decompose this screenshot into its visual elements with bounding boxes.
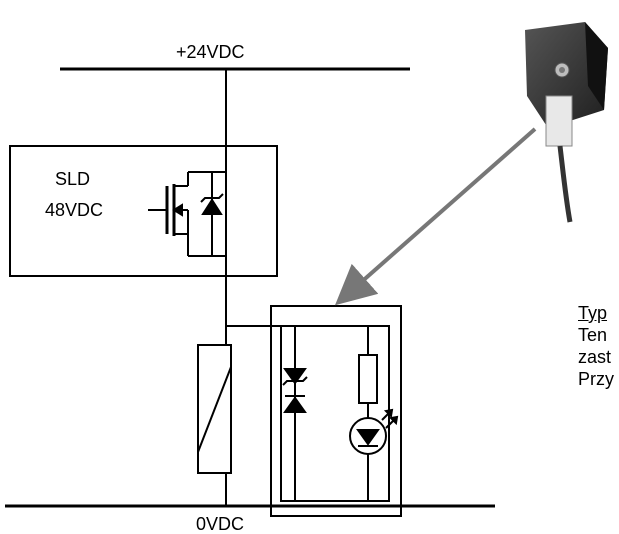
connector-photo bbox=[525, 22, 608, 223]
diode-icon bbox=[282, 326, 308, 501]
sld-label: SLD bbox=[55, 169, 91, 189]
supply-label: +24VDC bbox=[176, 42, 245, 62]
zener-diode-icon bbox=[200, 172, 224, 256]
resistor-icon bbox=[358, 326, 378, 418]
mosfet-icon bbox=[148, 171, 226, 257]
led-icon bbox=[349, 408, 399, 501]
coil-icon bbox=[197, 344, 232, 474]
side-text-line: Ten bbox=[578, 325, 608, 345]
sld-voltage-label: 48VDC bbox=[45, 200, 104, 220]
side-text-line: Przy bbox=[578, 369, 614, 389]
side-text-line: zast bbox=[578, 347, 612, 367]
connector-inner-frame bbox=[280, 325, 390, 502]
side-text-line: Typ bbox=[578, 303, 608, 323]
ground-label: 0VDC bbox=[196, 514, 245, 534]
sld-box bbox=[9, 145, 278, 277]
pointer-arrow bbox=[334, 127, 537, 306]
